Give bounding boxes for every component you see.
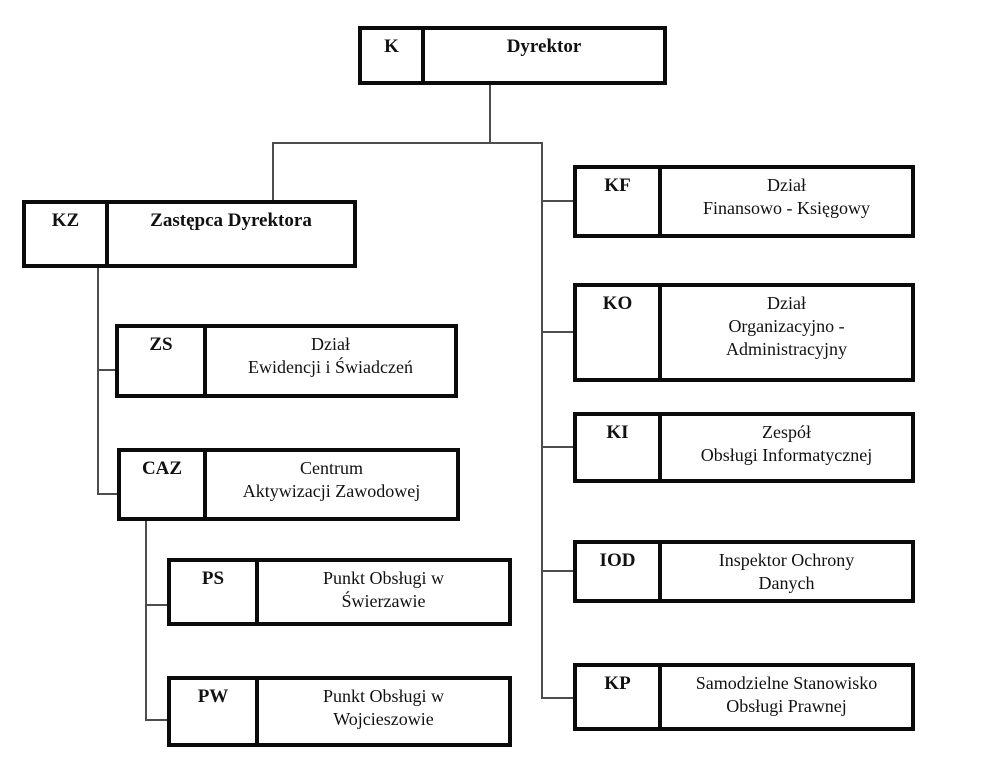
connector-right-trunk [541, 142, 543, 699]
org-code-ki: KI [577, 416, 662, 479]
org-label-inspektor-ochrony-danych: Inspektor Ochrony Danych [718, 550, 855, 594]
org-label-zastepca-dyrektora: Zastępca Dyrektora [150, 210, 312, 231]
org-label-zespol-obslugi-informatycznej: Zespół Obsługi Informatycznej [700, 422, 873, 466]
org-code-zs: ZS [119, 328, 207, 394]
org-label-dzial-organizacyjno-administracyjny: Dział Organizacyjno - Administracyjny [726, 293, 847, 360]
org-box-dzial-organizacyjno-administracyjny: KO Dział Organizacyjno - Administracyjny [573, 283, 915, 382]
org-box-dzial-finansowo-ksiegowy: KF Dział Finansowo - Księgowy [573, 165, 915, 238]
org-box-zastepca-dyrektora: KZ Zastępca Dyrektora [22, 200, 357, 268]
org-label-dyrektor: Dyrektor [506, 36, 582, 57]
org-box-dzial-ewidencji: ZS Dział Ewidencji i Świadczeń [115, 324, 458, 398]
org-label-centrum-aktywizacji: Centrum Aktywizacji Zawodowej [242, 458, 421, 502]
org-code-kp: KP [577, 667, 662, 727]
connector-caz-trunk [145, 521, 147, 721]
org-code-k: K [362, 30, 425, 81]
org-code-pw: PW [171, 680, 259, 743]
connector-stub-zs [97, 369, 117, 371]
org-code-ps: PS [171, 562, 259, 622]
org-box-punkt-swierzawa: PS Punkt Obsługi w Świerzawie [167, 558, 512, 626]
org-label-dzial-finansowo-ksiegowy: Dział Finansowo - Księgowy [703, 175, 870, 219]
org-code-kz: KZ [26, 204, 109, 264]
connector-stub-ps [145, 604, 169, 606]
org-code-iod: IOD [577, 544, 662, 599]
connector-stub-pw [145, 719, 169, 721]
org-box-centrum-aktywizacji: CAZ Centrum Aktywizacji Zawodowej [117, 448, 460, 521]
org-code-kf: KF [577, 169, 662, 234]
org-label-samodzielne-stanowisko-obslugi-prawnej: Samodzielne Stanowisko Obsługi Prawnej [695, 673, 878, 717]
connector-stub-caz [97, 493, 119, 495]
connector-stub-iod [541, 570, 573, 572]
connector-main-horizontal [272, 142, 543, 144]
connector-stub-ko [541, 331, 573, 333]
connector-dyrektor-down [489, 85, 491, 144]
org-box-punkt-wojcieszow: PW Punkt Obsługi w Wojcieszowie [167, 676, 512, 747]
connector-stub-kf [541, 200, 573, 202]
connector-left-branch-drop [272, 142, 274, 200]
org-box-zespol-obslugi-informatycznej: KI Zespół Obsługi Informatycznej [573, 412, 915, 483]
connector-kz-trunk [97, 268, 99, 495]
connector-stub-kp [541, 697, 573, 699]
org-code-ko: KO [577, 287, 662, 378]
connector-stub-ki [541, 446, 573, 448]
org-box-dyrektor: K Dyrektor [358, 26, 667, 85]
org-box-inspektor-ochrony-danych: IOD Inspektor Ochrony Danych [573, 540, 915, 603]
org-code-caz: CAZ [121, 452, 207, 517]
org-label-dzial-ewidencji: Dział Ewidencji i Świadczeń [248, 334, 413, 378]
org-label-punkt-wojcieszow: Punkt Obsługi w Wojcieszowie [322, 686, 445, 730]
org-box-samodzielne-stanowisko-obslugi-prawnej: KP Samodzielne Stanowisko Obsługi Prawne… [573, 663, 915, 731]
org-label-punkt-swierzawa: Punkt Obsługi w Świerzawie [322, 568, 445, 612]
